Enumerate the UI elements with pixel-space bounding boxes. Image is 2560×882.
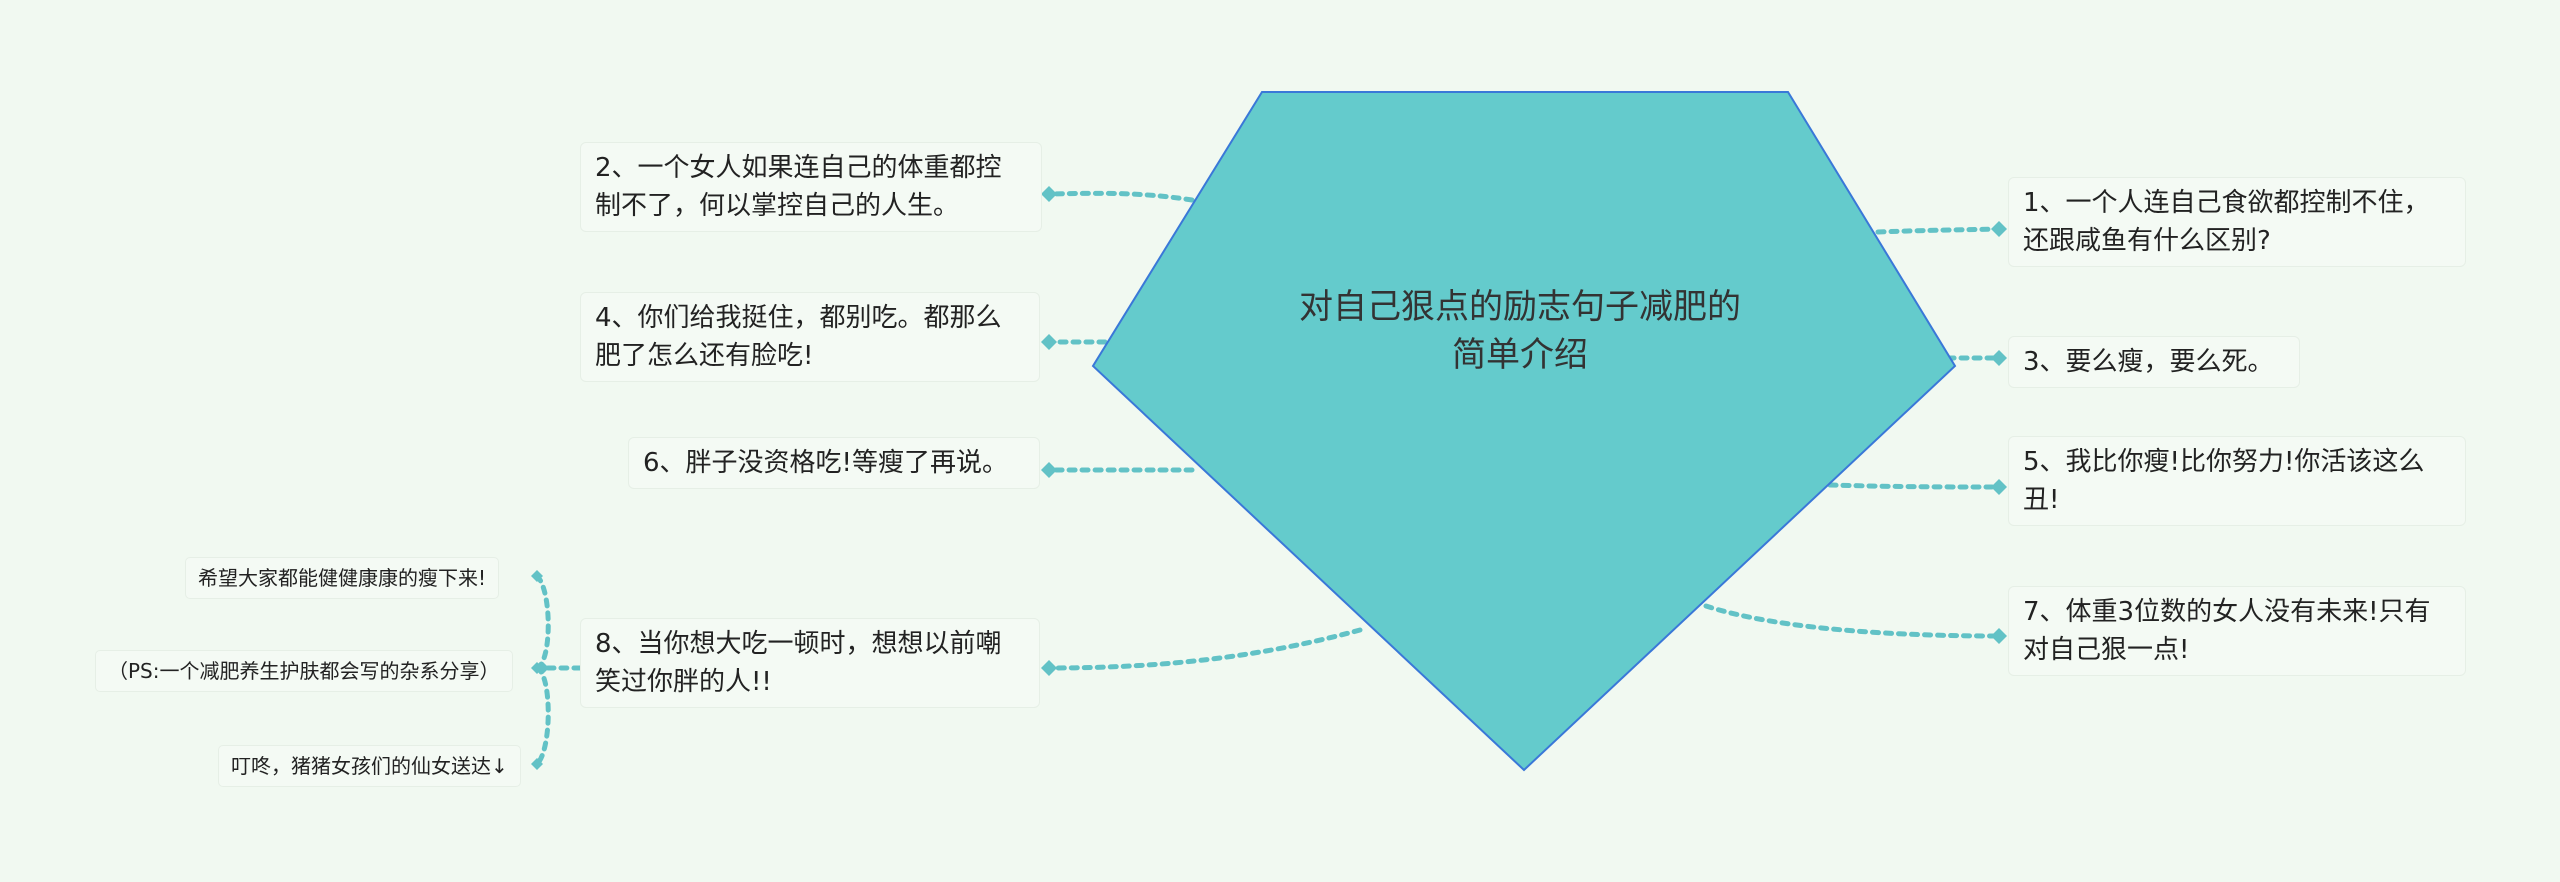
dot-sub-1 [531,570,543,582]
connector-dots [531,186,2007,770]
dot-sub-2 [531,662,543,674]
dot-branch-7 [1991,628,2007,644]
connector-5 [1827,482,2002,490]
connector-1 [1875,226,2002,235]
connector-8 [1046,627,1363,671]
branch-node-3[interactable]: 3、要么瘦，要么死。 [2008,336,2300,388]
dot-branch-4 [1041,334,1057,350]
dot-branch-3 [1991,350,2007,366]
dot-sub-3 [531,758,543,770]
branch-node-4[interactable]: 4、你们给我挺住，都别吃。都那么肥了怎么还有脸吃! [580,292,1040,382]
sub-node-2[interactable]: （PS:一个减肥养生护肤都会写的杂系分享） [95,650,513,692]
branch-node-8[interactable]: 8、当你想大吃一顿时，想想以前嘲笑过你胖的人!! [580,618,1040,708]
connector-sub-3 [534,665,551,767]
dot-branch-2 [1041,186,1057,202]
center-pentagon[interactable] [1091,91,1957,772]
central-topic[interactable]: 对自己狠点的励志句子减肥的简单介绍 [1299,287,1741,375]
connector-2 [1046,190,1195,203]
sub-node-3[interactable]: 叮咚，猪猪女孩们的仙女送达↓ [218,745,521,787]
branch-node-5[interactable]: 5、我比你瘦!比你努力!你活该这么丑! [2008,436,2466,526]
branch-node-2[interactable]: 2、一个女人如果连自己的体重都控制不了，何以掌控自己的人生。 [580,142,1042,232]
branch-node-7[interactable]: 7、体重3位数的女人没有未来!只有对自己狠一点! [2008,586,2466,676]
connector-sub-1 [534,573,551,671]
branch-node-6[interactable]: 6、胖子没资格吃!等瘦了再说。 [628,437,1040,489]
dot-branch-1 [1991,221,2007,237]
dot-branch-6 [1041,462,1057,478]
dot-branch-8 [1041,660,1057,676]
sub-node-1[interactable]: 希望大家都能健健康康的瘦下来! [185,557,500,599]
dot-branch-5 [1991,479,2007,495]
connector-7 [1703,603,2002,639]
branch-node-1[interactable]: 1、一个人连自己食欲都控制不住，还跟咸鱼有什么区别? [2008,177,2466,267]
